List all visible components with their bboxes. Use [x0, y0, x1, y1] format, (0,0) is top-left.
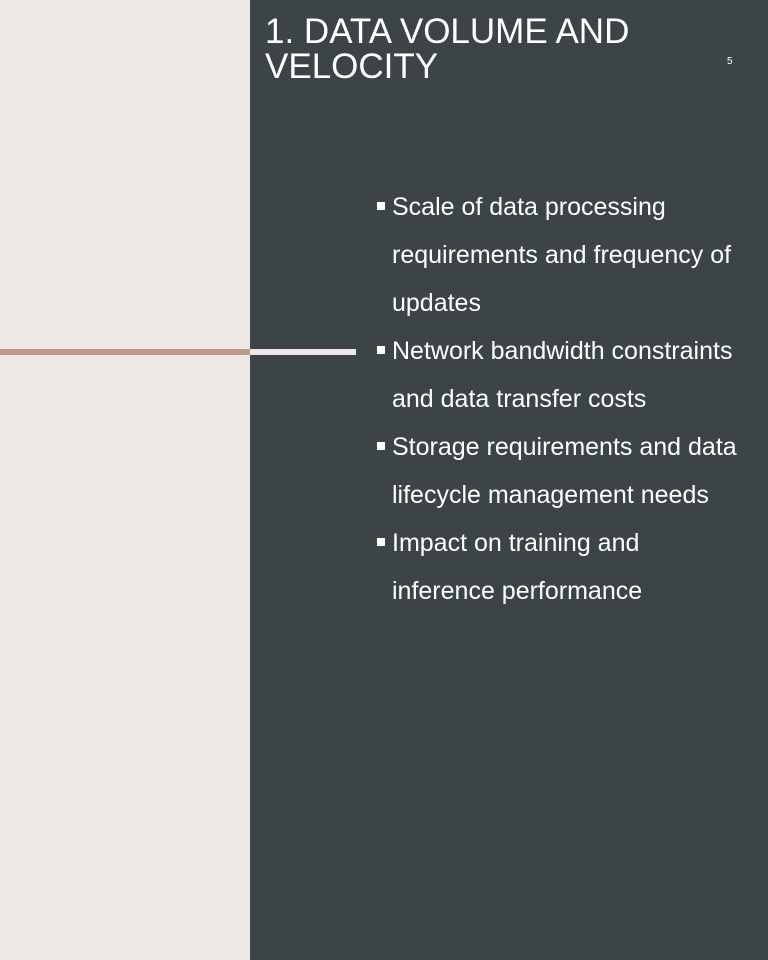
accent-divider-left	[0, 349, 250, 355]
bullet-text: Network bandwidth constraints and data t…	[392, 337, 733, 413]
bullet-text: Storage requirements and data lifecycle …	[392, 433, 737, 509]
slide-title: 1. DATA VOLUME AND VELOCITY	[265, 12, 630, 86]
slide-number: 5	[727, 56, 733, 67]
square-bullet-icon	[377, 442, 385, 450]
bullet-item: Scale of data processing requirements an…	[374, 183, 744, 327]
bullet-text: Scale of data processing requirements an…	[392, 193, 732, 317]
square-bullet-icon	[377, 538, 385, 546]
square-bullet-icon	[377, 202, 385, 210]
content-panel	[250, 0, 768, 960]
bullet-item: Storage requirements and data lifecycle …	[374, 423, 744, 519]
bullet-item: Network bandwidth constraints and data t…	[374, 327, 744, 423]
bullet-text: Impact on training and inference perform…	[392, 529, 643, 605]
bullet-item: Impact on training and inference perform…	[374, 519, 744, 615]
square-bullet-icon	[377, 346, 385, 354]
left-panel	[0, 0, 250, 960]
accent-divider-right	[250, 349, 356, 355]
bullet-list: Scale of data processing requirements an…	[374, 183, 744, 615]
